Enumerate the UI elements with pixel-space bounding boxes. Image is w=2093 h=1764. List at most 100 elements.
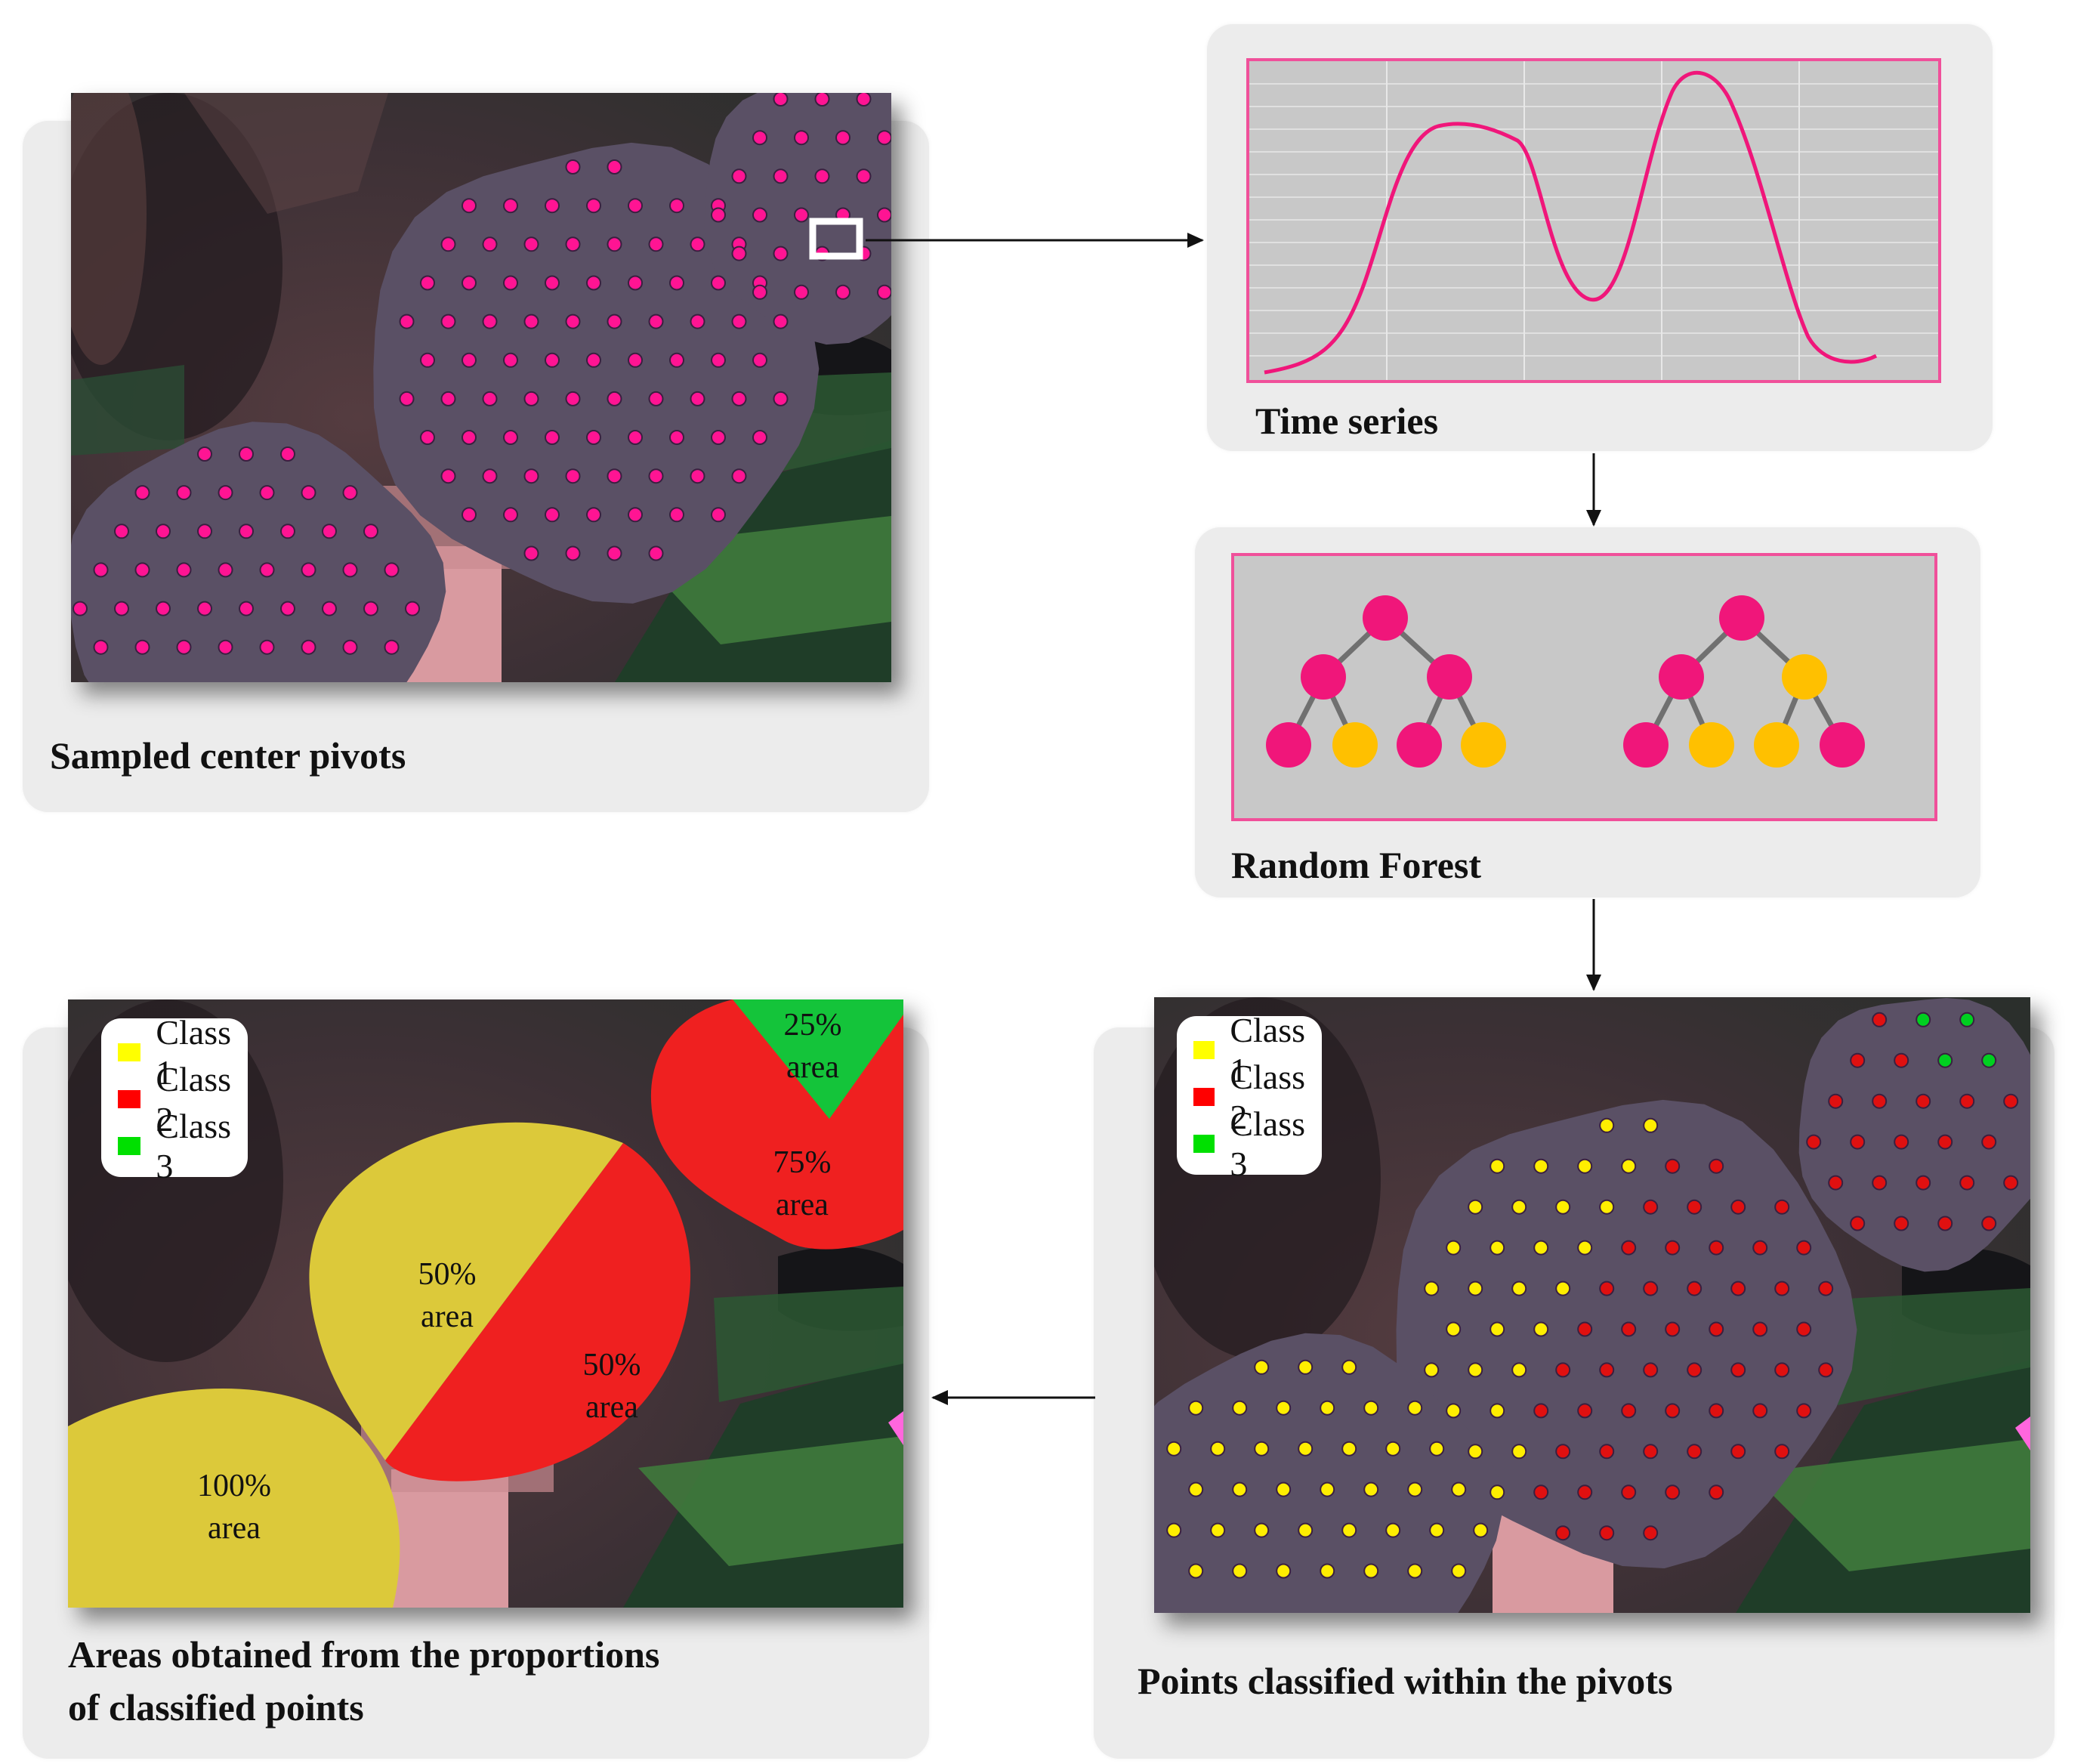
swatch-class3 bbox=[1193, 1135, 1215, 1153]
sample-point bbox=[628, 430, 643, 445]
classified-point bbox=[1188, 1563, 1204, 1579]
sample-point bbox=[814, 93, 830, 107]
sample-point bbox=[239, 601, 254, 616]
sample-point bbox=[342, 639, 358, 655]
sample-point bbox=[420, 430, 435, 445]
caption-random-forest: Random Forest bbox=[1231, 844, 1482, 886]
classified-point bbox=[1254, 1359, 1270, 1375]
sample-point bbox=[565, 545, 581, 561]
classified-point bbox=[1276, 1563, 1292, 1579]
classified-point bbox=[1166, 1522, 1182, 1538]
classified-point bbox=[1621, 1484, 1637, 1500]
sample-point bbox=[690, 236, 705, 252]
legend-label-class1: Class 1 bbox=[156, 1013, 231, 1092]
classified-point bbox=[1774, 1444, 1790, 1460]
classified-point bbox=[1643, 1117, 1659, 1133]
sample-point bbox=[363, 601, 378, 616]
classified-point bbox=[1796, 1240, 1812, 1256]
classified-point bbox=[1533, 1321, 1549, 1337]
pivot-center-class2-area bbox=[385, 1143, 691, 1481]
sample-point bbox=[523, 545, 539, 561]
classified-point bbox=[1232, 1400, 1248, 1416]
sample-point bbox=[628, 352, 643, 368]
tree1-node-left bbox=[1301, 654, 1346, 700]
sample-point bbox=[342, 562, 358, 578]
sample-point bbox=[814, 168, 830, 184]
sample-point bbox=[711, 507, 726, 523]
sample-point bbox=[482, 314, 498, 329]
sample-point bbox=[773, 314, 789, 329]
sample-point bbox=[586, 198, 601, 214]
classified-point bbox=[1796, 1321, 1812, 1337]
classified-point bbox=[1254, 1522, 1270, 1538]
classified-point bbox=[1210, 1522, 1226, 1538]
classified-point bbox=[1320, 1400, 1335, 1416]
sample-point bbox=[114, 601, 129, 616]
classified-point bbox=[1341, 1522, 1357, 1538]
sample-point bbox=[586, 507, 601, 523]
classified-point bbox=[1730, 1444, 1746, 1460]
sample-point bbox=[565, 391, 581, 406]
swatch-class1 bbox=[1193, 1041, 1215, 1059]
sample-point bbox=[648, 545, 664, 561]
sample-point bbox=[322, 601, 337, 616]
sample-point bbox=[405, 601, 420, 616]
sample-point bbox=[731, 246, 747, 261]
sample-point bbox=[669, 430, 684, 445]
sample-point bbox=[523, 468, 539, 484]
sample-point bbox=[794, 207, 809, 223]
sample-point bbox=[523, 314, 539, 329]
tree2-node-left bbox=[1659, 654, 1704, 700]
sample-point bbox=[73, 601, 88, 616]
classified-point bbox=[1166, 1441, 1182, 1457]
classified-point bbox=[1730, 1281, 1746, 1296]
classified-point bbox=[1818, 1362, 1834, 1378]
sample-point bbox=[690, 391, 705, 406]
sample-point bbox=[628, 275, 643, 291]
tree2-leaf-2 bbox=[1689, 722, 1734, 768]
sample-point bbox=[503, 198, 518, 214]
classified-point bbox=[1468, 1199, 1483, 1215]
sample-point bbox=[545, 352, 560, 368]
sample-point bbox=[503, 430, 518, 445]
classified-point bbox=[1451, 1481, 1467, 1497]
classified-point bbox=[1872, 1175, 1888, 1191]
sample-point bbox=[752, 130, 767, 146]
sample-point bbox=[259, 485, 275, 501]
sample-point bbox=[669, 352, 684, 368]
sample-point bbox=[523, 391, 539, 406]
classified-point bbox=[1489, 1240, 1505, 1256]
sample-point bbox=[259, 639, 275, 655]
sample-point bbox=[773, 391, 789, 406]
tree1-node-right bbox=[1427, 654, 1472, 700]
classified-point bbox=[1915, 1093, 1931, 1109]
sample-point bbox=[384, 562, 400, 578]
tree2-leaf-3 bbox=[1754, 722, 1799, 768]
classified-point bbox=[1621, 1321, 1637, 1337]
classified-point bbox=[1796, 1403, 1812, 1419]
pivot-bottomleft-class1-area bbox=[68, 1389, 400, 1608]
classified-point bbox=[1320, 1481, 1335, 1497]
sample-point bbox=[482, 468, 498, 484]
classified-point bbox=[1850, 1216, 1866, 1231]
sample-point bbox=[462, 430, 477, 445]
classified-point bbox=[1533, 1403, 1549, 1419]
classified-point bbox=[1959, 1093, 1975, 1109]
classified-point bbox=[1473, 1522, 1489, 1538]
classified-point bbox=[1489, 1158, 1505, 1174]
sample-point bbox=[280, 601, 295, 616]
classified-point bbox=[1210, 1441, 1226, 1457]
sample-point bbox=[669, 275, 684, 291]
classified-point bbox=[1511, 1362, 1527, 1378]
classified-point bbox=[1828, 1093, 1844, 1109]
classified-point bbox=[1254, 1441, 1270, 1457]
classified-point bbox=[1774, 1362, 1790, 1378]
classified-point bbox=[1599, 1117, 1615, 1133]
legend-areas: Class 1 Class 2 Class 3 bbox=[101, 1013, 248, 1185]
tree2-leaf-1 bbox=[1623, 722, 1669, 768]
classified-point bbox=[1429, 1441, 1445, 1457]
legend-item-class3: Class 3 bbox=[118, 1107, 231, 1185]
sample-point bbox=[731, 468, 747, 484]
time-series-line bbox=[1264, 70, 1878, 375]
sample-point bbox=[384, 639, 400, 655]
